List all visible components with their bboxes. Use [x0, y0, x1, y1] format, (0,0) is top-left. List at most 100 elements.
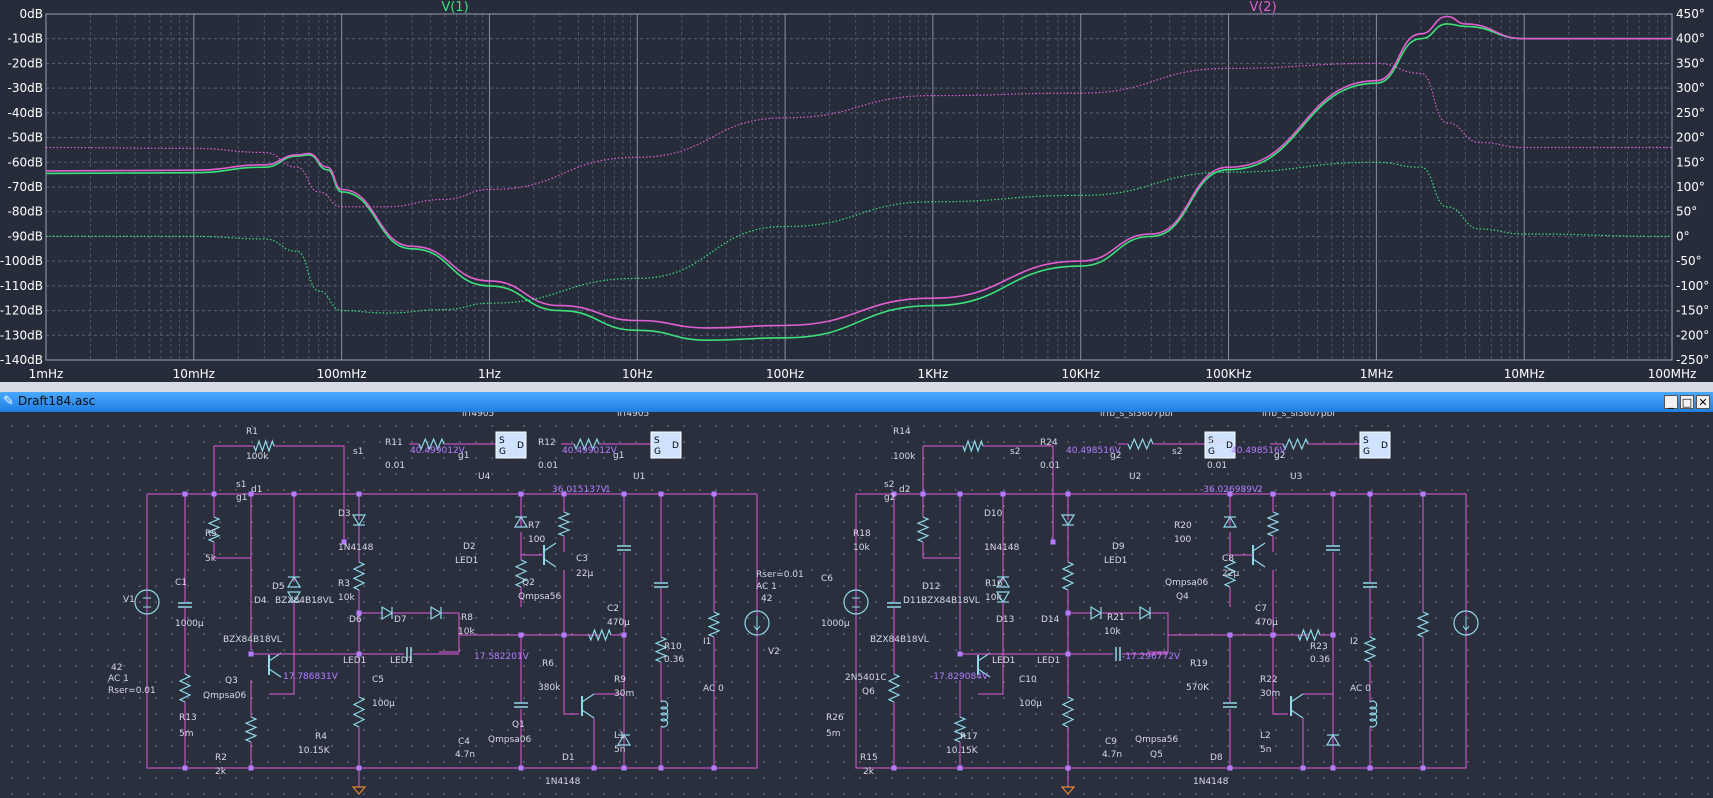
component-label: LED1 [455, 556, 478, 566]
pin-label: D [1226, 441, 1233, 451]
junction-node [1227, 632, 1233, 638]
component-label: R16 [985, 579, 1003, 589]
y-tick-label-left: -30dB [8, 81, 43, 95]
junction-node [658, 765, 664, 771]
schematic-window-titlebar[interactable]: ✎ Draft184.asc _ □ ✕ [0, 392, 1713, 412]
x-tick-label: 100mHz [317, 367, 367, 381]
component-label: C3 [576, 554, 588, 564]
diode-symbol [1222, 515, 1238, 528]
component-label: g1 [458, 451, 469, 461]
pin-label: S [1363, 436, 1369, 446]
resistor-symbol [514, 559, 528, 588]
component-label: 5m [179, 729, 194, 739]
component-label: I1 [703, 637, 711, 647]
minimize-button[interactable]: _ [1664, 395, 1678, 409]
junction-node [182, 765, 188, 771]
ground-symbol [1060, 786, 1076, 795]
component-label: d2 [899, 485, 910, 495]
node-voltage-label: -17.296772V [1122, 652, 1181, 662]
maximize-button[interactable]: □ [1680, 395, 1694, 409]
node-voltage-label: -36.026989V [1200, 485, 1259, 495]
wire [1148, 612, 1169, 653]
component-label: AC 1 [108, 674, 129, 684]
transistor-emitter [581, 709, 595, 719]
y-tick-label-left: -70dB [8, 180, 43, 194]
component-label: Rser=0.01 [108, 686, 156, 696]
resistor-symbol [352, 696, 366, 728]
component-label: 100 [1174, 535, 1191, 545]
transistor-collector [543, 542, 557, 552]
pane-splitter[interactable] [0, 382, 1713, 392]
junction-node [1065, 491, 1071, 497]
component-label: D10 [984, 509, 1003, 519]
component-label: R7 [528, 521, 540, 531]
component-label: 5n [614, 745, 625, 755]
node-voltage-label: 40.498516V [1231, 446, 1287, 456]
component-label: U3 [1290, 472, 1302, 482]
component-label: U4 [478, 472, 491, 482]
component-label: D1 [562, 753, 575, 763]
y-tick-label-left: 0dB [20, 7, 43, 21]
wire [855, 494, 1467, 769]
resistor-symbol [1416, 611, 1430, 638]
component-label: Qmpsa56 [518, 592, 561, 602]
node-voltage-label: 40.498516V [1066, 446, 1122, 456]
transistor-emitter [977, 668, 991, 678]
x-tick-label: 100KHz [1205, 367, 1251, 381]
component-label: 100µ [372, 699, 395, 709]
transistor-emitter [1290, 709, 1304, 719]
component-label: 0.01 [385, 461, 405, 471]
node-voltage-label: 2 [1257, 485, 1263, 495]
junction-node [621, 491, 627, 497]
component-label: g2 [1274, 451, 1285, 461]
component-label: D7 [394, 615, 407, 625]
node-voltage-label: 17.582201V [474, 652, 530, 662]
component-label: g2 [1110, 451, 1121, 461]
component-label: 100 [528, 535, 545, 545]
resistor-symbol [244, 716, 258, 743]
component-label: R19 [1190, 659, 1208, 669]
component-label: 4.7n [1102, 750, 1122, 760]
bode-plot[interactable]: 0dB-10dB-20dB-30dB-40dB-50dB-60dB-70dB-8… [0, 0, 1713, 382]
junction-node [356, 491, 362, 497]
component-label: R10 [664, 642, 682, 652]
component-label: D8 [1210, 753, 1223, 763]
arrow [753, 616, 761, 631]
y-tick-label-left: -40dB [8, 106, 43, 120]
component-label: Q4 [1176, 592, 1189, 602]
y-tick-label-right: 250° [1676, 106, 1705, 120]
junction-node [1420, 491, 1426, 497]
y-tick-label-left: -50dB [8, 131, 43, 145]
component-label: 42 [761, 594, 772, 604]
y-tick-label-left: -120dB [0, 304, 43, 318]
node-voltage-label: 40.499012V [562, 446, 618, 456]
junction-node [621, 632, 627, 638]
junction-node [1367, 765, 1373, 771]
junction-node [1000, 491, 1006, 497]
junction-node [1300, 765, 1306, 771]
y-tick-label-right: -250° [1676, 353, 1709, 367]
component-label: s1 [508, 447, 518, 457]
waveform-plot-pane[interactable]: 0dB-10dB-20dB-30dB-40dB-50dB-60dB-70dB-8… [0, 0, 1713, 382]
junction-node [518, 765, 524, 771]
junction-node [248, 765, 254, 771]
junction-node [957, 651, 963, 657]
pin-label: G [1363, 447, 1370, 457]
y-tick-label-right: 400° [1676, 32, 1705, 46]
component-label: s1 [236, 480, 246, 490]
component-label: Q1 [512, 720, 525, 730]
component-label: 0.01 [538, 461, 558, 471]
y-tick-label-right: 150° [1676, 155, 1705, 169]
pin-label: G [654, 447, 661, 457]
plot-frame [45, 13, 1673, 361]
component-label: Qmpsa06 [488, 735, 531, 745]
component-label: R18 [853, 529, 871, 539]
component-label: 0.36 [1310, 655, 1330, 665]
magnitude-line [45, 23, 1672, 342]
voltage-source-symbol [134, 589, 160, 615]
close-button[interactable]: ✕ [1696, 395, 1710, 409]
junction-node [356, 610, 362, 616]
